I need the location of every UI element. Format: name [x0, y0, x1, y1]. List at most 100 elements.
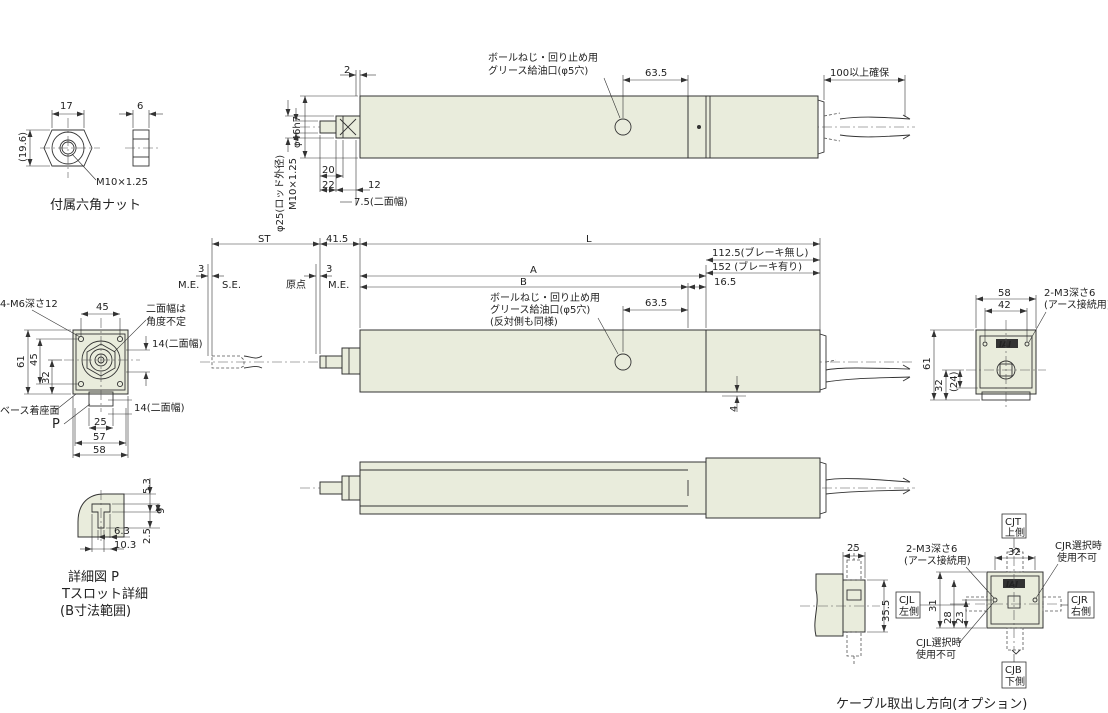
- hex-nut-outline: [43, 129, 93, 167]
- nut-dim-19-6: (19.6): [18, 132, 29, 162]
- detail-dim-5-3: 5.3: [142, 478, 153, 494]
- cable-cjt-code: CJT: [1005, 517, 1022, 528]
- front-dim-58: 58: [93, 445, 106, 456]
- top-dim-rod-diameter: φ25(ロッド外径): [273, 155, 286, 232]
- detail-caption-3: (B寸法範囲): [60, 604, 131, 619]
- detail-dim-9: 9: [156, 508, 167, 514]
- front-dim-32: 32: [41, 371, 52, 384]
- main-dim-3-left: 3: [198, 264, 204, 275]
- cable-cjl-note-2: 使用不可: [916, 648, 956, 661]
- cable-cjb-code: CJB: [1005, 665, 1022, 676]
- bottom-motor-housing: [705, 457, 821, 519]
- cable-cjt-side: 上側: [1005, 526, 1025, 539]
- main-dim-brake-with: 152 (ブレーキ有り): [712, 260, 802, 273]
- cable-cjl-code: CJL: [899, 595, 915, 606]
- front-flats-note-2: 角度不定: [146, 315, 186, 328]
- main-dim-3-right: 3: [326, 264, 332, 275]
- main-dim-41-5: 41.5: [326, 234, 348, 245]
- front-base-label: ベース着座面: [0, 404, 60, 417]
- main-grease-1: ボールねじ・回り止め用: [490, 292, 600, 304]
- nut-caption: 付属六角ナット: [50, 198, 141, 213]
- front-dim-14-top: 14(二面幅): [152, 337, 203, 350]
- top-grease-label-1: ボールねじ・回り止め用: [488, 52, 598, 64]
- main-dim-a: A: [530, 265, 537, 276]
- front-dim-57: 57: [93, 432, 106, 443]
- main-grease-port: [614, 353, 632, 371]
- top-small-dot: [697, 125, 701, 129]
- bottom-view: [300, 457, 915, 519]
- detail-caption-2: Tスロット詳細: [61, 586, 148, 602]
- rear-dim-32: 32: [934, 379, 945, 392]
- top-body-tube: [359, 95, 689, 159]
- front-tap-label: 4-M6深さ12: [0, 298, 58, 310]
- top-dim-thread: M10×1.25: [288, 158, 299, 210]
- main-dim-63-5: 63.5: [645, 298, 667, 309]
- bottom-rod: [319, 481, 343, 495]
- rear-iai-logo: IAI: [999, 340, 1011, 349]
- main-dim-4: 4: [729, 406, 740, 412]
- rear-dim-42: 42: [998, 300, 1011, 311]
- front-end-view: 4-M6深さ12 45 二面幅は 角度不定 14(二面幅) 61 45 32 ベ…: [0, 298, 203, 458]
- top-dim-phi46: φ46h7: [292, 116, 303, 148]
- hex-nut-view: 17 (19.6) M10×1.25 6 付属六角ナット: [18, 101, 163, 213]
- detail-dim-10-3: 10.3: [114, 540, 136, 551]
- front-label-p: P: [52, 417, 60, 432]
- main-label-se: S.E.: [222, 280, 241, 291]
- main-side-view: ST 41.5 L 112.5(ブレーキ無し) 152 (ブレーキ有り) 3 M…: [178, 234, 915, 412]
- front-dim-45: 45: [96, 302, 109, 313]
- rear-tap-label-1: 2-M3深さ6: [1044, 287, 1095, 299]
- rear-dim-58: 58: [998, 288, 1011, 299]
- nut-dim-thread: M10×1.25: [96, 177, 148, 188]
- main-motor-housing: [705, 329, 821, 393]
- cable-dim-28: 28: [943, 611, 954, 624]
- main-dim-brake-none: 112.5(ブレーキ無し): [712, 246, 809, 259]
- detail-dim-6-3: 6.3: [114, 526, 130, 537]
- main-label-me-left: M.E.: [178, 280, 199, 291]
- main-rod: [319, 355, 343, 369]
- nut-dim-17: 17: [60, 101, 73, 112]
- top-grease-port: [614, 118, 632, 136]
- top-rod: [319, 120, 337, 134]
- detail-p-view: 5.3 9 2.5 6.3 10.3 詳細図 P Tスロット詳細 (B寸法範囲): [60, 478, 167, 619]
- rear-dim-24: (24): [949, 371, 960, 392]
- rear-dim-61: 61: [922, 357, 933, 370]
- cable-cjr-note-2: 使用不可: [1057, 551, 1097, 564]
- main-grease-2: グリース給油口(φ5穴): [490, 303, 590, 316]
- top-motor-housing: [687, 95, 819, 159]
- top-dim-12: 12: [368, 180, 381, 191]
- cable-cjl-note-1: CJL選択時: [916, 636, 962, 649]
- cable-dim-25: 25: [847, 543, 860, 554]
- cable-exit-option-view: 25 35.5 IAI 2-M3深さ6 (アース接続用) 32 CJR選択時 使…: [800, 513, 1102, 712]
- cable-cjr-code: CJR: [1071, 595, 1088, 606]
- rear-end-view: IAI 58 42 2-M3深さ6 (アース接続用) 61 32 (24): [922, 287, 1108, 408]
- main-grease-3: (反対側も同様): [490, 315, 558, 328]
- front-flats-note-1: 二面幅は: [146, 302, 186, 315]
- cable-caption: ケーブル取出し方向(オプション): [836, 696, 1027, 712]
- detail-caption-1: 詳細図 P: [68, 569, 119, 585]
- top-dim-63-5: 63.5: [645, 68, 667, 79]
- cable-dim-32: 32: [1008, 547, 1021, 558]
- rear-tap-label-2: (アース接続用): [1044, 298, 1108, 311]
- cable-iai-logo: IAI: [1006, 580, 1018, 589]
- top-grease-label-2: グリース給油口(φ5穴): [488, 64, 588, 77]
- cable-side-body: [814, 573, 844, 637]
- main-dim-l: L: [586, 234, 592, 245]
- main-label-me-right: M.E.: [328, 280, 349, 291]
- top-dim-flats: 7.5(二面幅): [354, 195, 408, 208]
- top-dim-2: 2: [344, 65, 350, 76]
- cable-cjr-note-1: CJR選択時: [1055, 539, 1102, 552]
- cable-dim-31: 31: [928, 599, 939, 612]
- main-body-tube: [359, 329, 707, 393]
- main-label-origin: 原点: [286, 279, 306, 291]
- cable-cjr-side: 右側: [1071, 605, 1091, 618]
- front-dim-61: 61: [16, 355, 27, 368]
- top-dim-22: 22: [322, 180, 335, 191]
- cable-tap-label-2: (アース接続用): [904, 554, 971, 567]
- main-dim-16-5: 16.5: [714, 277, 736, 288]
- rear-iai-logo-plate: [996, 339, 1018, 348]
- cable-dim-23: 23: [955, 611, 966, 624]
- top-view: 2 ボールねじ・回り止め用 グリース給油口(φ5穴) 63.5 100以上確保 …: [273, 52, 915, 232]
- cable-cjl-side: 左側: [899, 605, 919, 618]
- cable-cjb-side: 下側: [1005, 675, 1025, 688]
